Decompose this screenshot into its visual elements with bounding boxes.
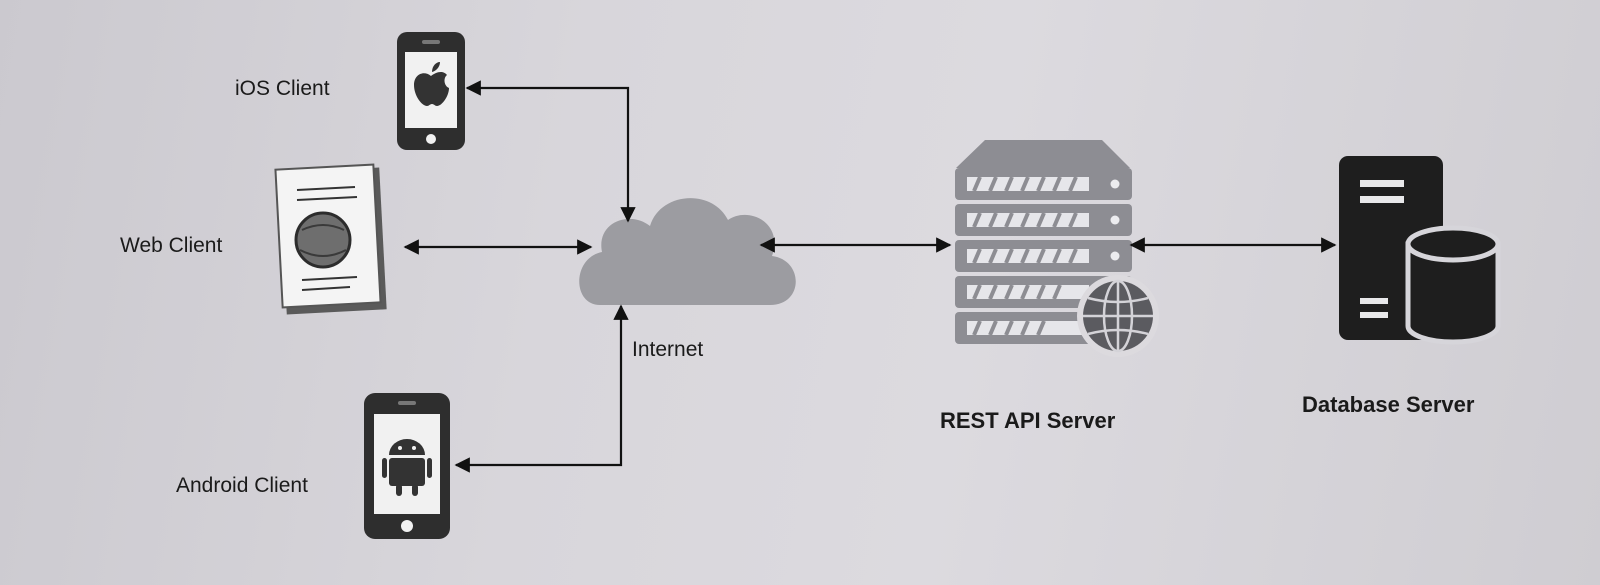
- database-server-label: Database Server: [1302, 392, 1475, 417]
- ios-client-label: iOS Client: [235, 77, 330, 100]
- apple-icon: [414, 62, 449, 106]
- server-unit-2: [955, 204, 1132, 236]
- server-unit-1: [955, 168, 1132, 200]
- database-server-icon: [1339, 156, 1501, 345]
- web-client-label: Web Client: [120, 234, 222, 257]
- internet-label: Internet: [632, 338, 703, 361]
- connector-ios-internet: [465, 80, 636, 223]
- server-slot-stripes: [972, 176, 1078, 336]
- android-icon: [382, 439, 432, 496]
- database-cylinder-icon: [1405, 225, 1501, 345]
- internet-cloud-icon: [579, 198, 796, 305]
- server-unit-3: [955, 240, 1132, 272]
- android-client-icon: [364, 393, 450, 539]
- globe-icon: [1077, 275, 1159, 357]
- rest-api-server-label: REST API Server: [940, 408, 1116, 433]
- android-client-label: Android Client: [176, 474, 308, 497]
- ios-client-icon: [397, 32, 465, 150]
- connector-android-internet: [454, 304, 629, 473]
- web-client-icon: [274, 163, 387, 315]
- rest-api-server-icon: [955, 140, 1159, 357]
